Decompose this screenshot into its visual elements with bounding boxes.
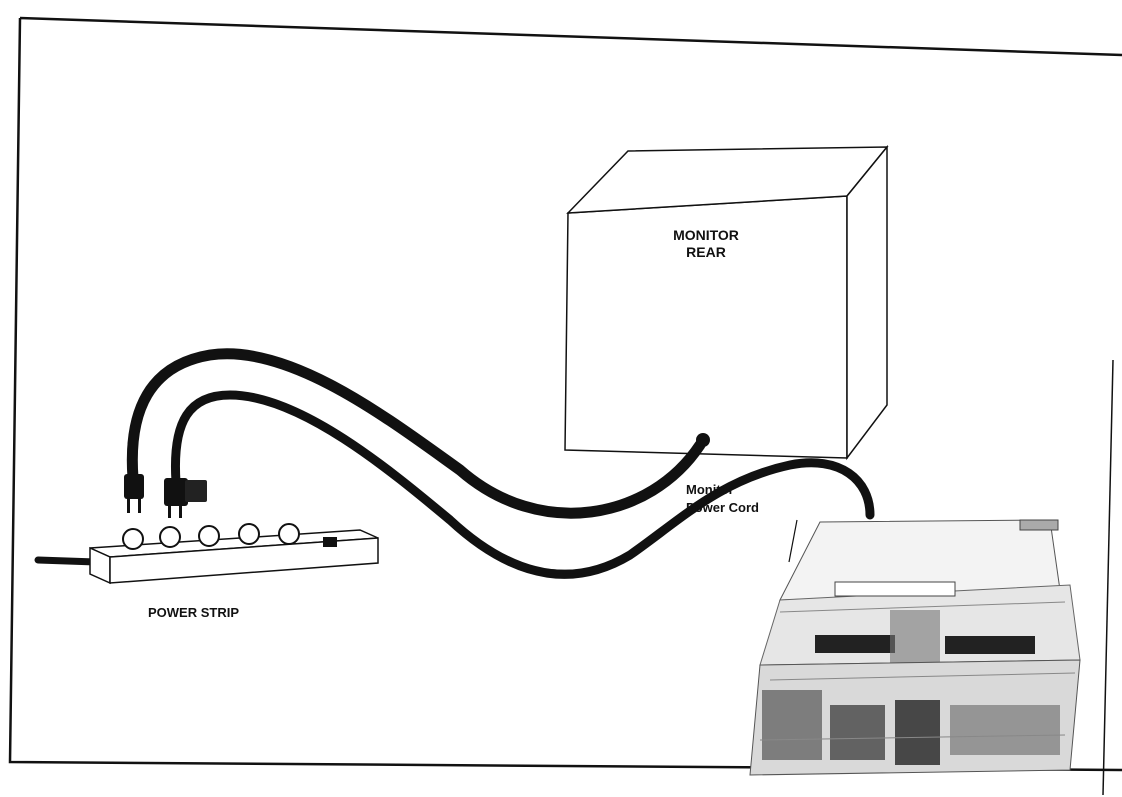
monitor-power-cord-label-line2: Power Cord: [686, 500, 759, 515]
monitor-power-cord-label-line1: Monitor: [686, 482, 734, 497]
power-cords: [126, 348, 875, 579]
monitor-rear-icon: MONITOR REAR: [564, 144, 889, 461]
power-strip-icon: [34, 523, 379, 585]
frame-right-edge: [1102, 359, 1114, 796]
monitor-rear-label-line1: MONITOR: [673, 227, 739, 243]
cord-end-monitor: [696, 433, 710, 447]
monitor-rear-label-line2: REAR: [686, 244, 726, 260]
cord-strand-lower: [503, 558, 602, 574]
power-switch: [323, 537, 337, 547]
outlet-row: [122, 523, 300, 550]
plug-icon-2: [164, 478, 207, 518]
power-strip-label: POWER STRIP: [148, 605, 239, 620]
plug-icon: [124, 474, 144, 513]
monitor-power-cord: [126, 348, 706, 519]
game-console-icon: [749, 519, 1081, 776]
